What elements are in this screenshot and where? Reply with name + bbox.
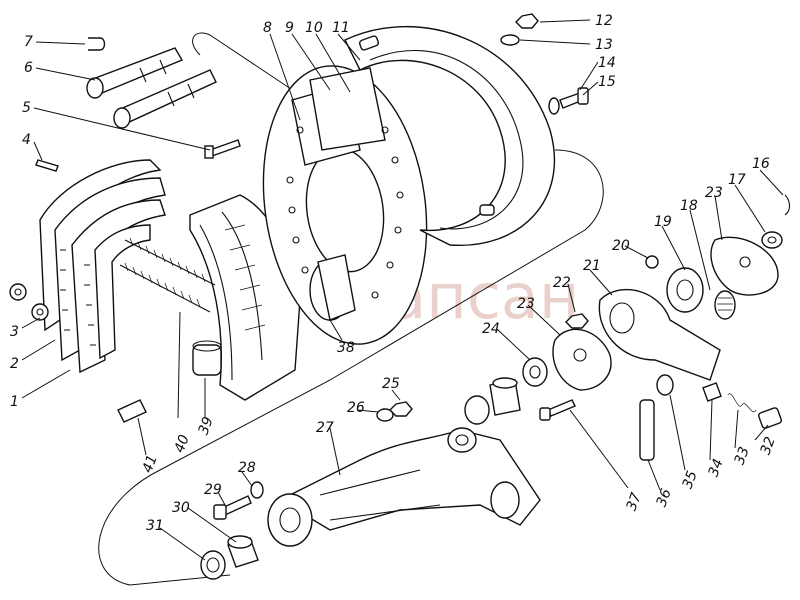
part-labels: 1 2 3 4 5 6 7 8 9 10 11 12 13 14 15 16 1… [10, 13, 779, 534]
label-3: 3 [10, 324, 19, 340]
label-18: 18 [680, 198, 698, 214]
label-11: 11 [332, 20, 350, 36]
label-1: 1 [10, 394, 19, 410]
label-34: 34 [706, 457, 727, 479]
label-39: 39 [196, 415, 217, 437]
label-15: 15 [598, 74, 616, 90]
adjuster-parts [552, 194, 791, 391]
label-41: 41 [140, 453, 161, 475]
washers-bushings [376, 357, 548, 425]
label-4: 4 [22, 132, 31, 148]
small-bolts [35, 139, 241, 172]
label-37: 37 [624, 491, 645, 513]
brake-shoe-assembly [9, 159, 166, 374]
label-36: 36 [654, 487, 675, 509]
return-springs [119, 237, 216, 313]
label-25: 25 [382, 376, 400, 392]
label-9: 9 [285, 20, 294, 36]
fasteners-top-right [500, 13, 589, 115]
label-26: 26 [347, 400, 365, 416]
pin-41 [117, 399, 147, 423]
hub-boss [309, 254, 356, 321]
label-30: 30 [172, 500, 190, 516]
label-13: 13 [595, 37, 613, 53]
label-7: 7 [24, 34, 33, 50]
anchor-pins [86, 37, 217, 129]
label-19: 19 [654, 214, 672, 230]
label-16: 16 [752, 156, 770, 172]
pins-and-springs [639, 374, 782, 461]
label-32: 32 [758, 435, 779, 457]
label-35: 35 [680, 469, 701, 491]
label-28: 28 [238, 460, 256, 476]
label-33: 33 [732, 445, 753, 467]
label-40: 40 [172, 433, 193, 455]
label-38: 38 [337, 340, 355, 356]
bolt-and-bushings [200, 481, 264, 580]
label-23b: 23 [517, 296, 535, 312]
leader-lines [21, 19, 784, 561]
label-22: 22 [553, 275, 571, 291]
label-23a: 23 [705, 185, 723, 201]
assembly-axis-lines [98, 32, 604, 586]
label-8: 8 [263, 20, 272, 36]
label-6: 6 [24, 60, 33, 76]
label-14: 14 [598, 55, 616, 71]
label-2: 2 [10, 356, 19, 372]
label-27: 27 [316, 420, 334, 436]
label-31: 31 [146, 518, 164, 534]
label-20: 20 [612, 238, 630, 254]
pin-37 [539, 399, 576, 421]
label-10: 10 [305, 20, 323, 36]
label-21: 21 [583, 258, 601, 274]
dust-shield [344, 26, 556, 246]
label-17: 17 [728, 172, 746, 188]
camshaft-bracket [267, 427, 541, 547]
label-12: 12 [595, 13, 613, 29]
label-5: 5 [22, 100, 31, 116]
label-29: 29 [204, 482, 222, 498]
label-24: 24 [482, 321, 500, 337]
